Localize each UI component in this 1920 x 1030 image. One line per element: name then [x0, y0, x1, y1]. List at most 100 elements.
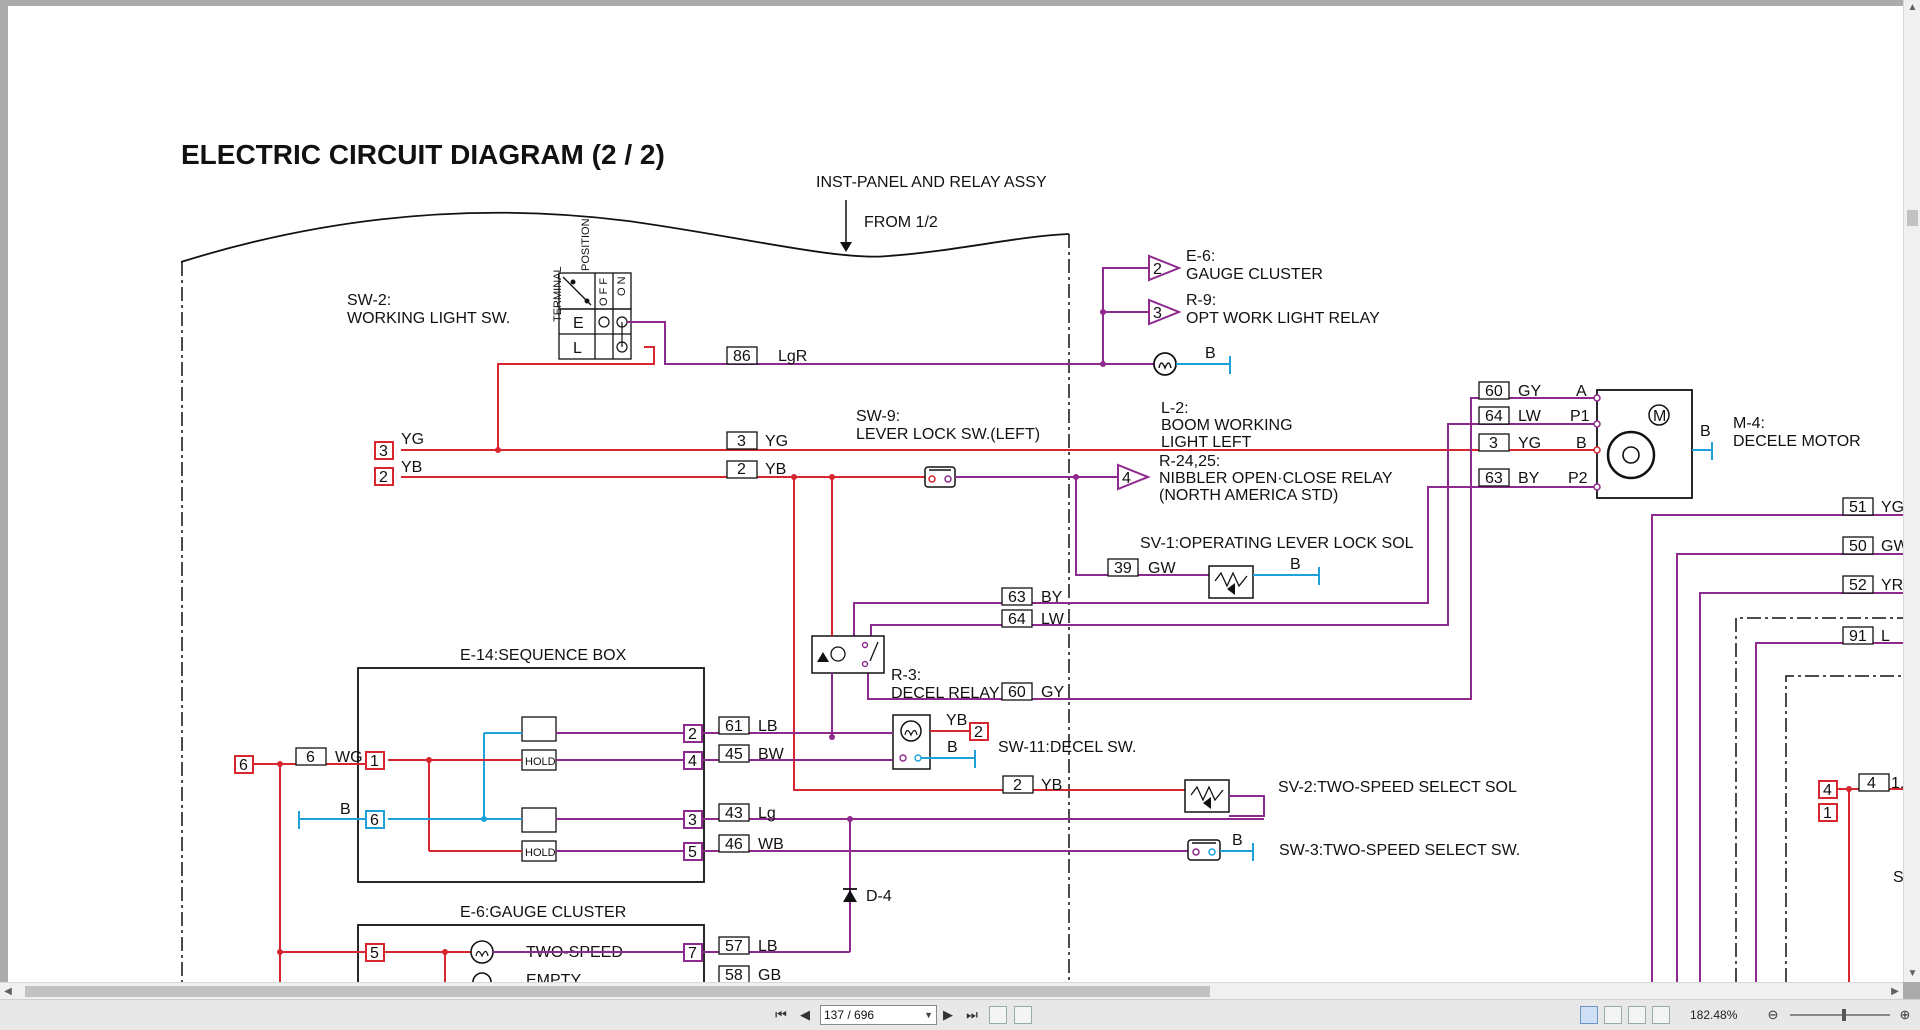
r3-id: R-3: [891, 667, 921, 684]
wire-46-num: 46 [725, 836, 743, 853]
r91-color: L [1881, 628, 1890, 645]
prev-page-icon[interactable]: ◀ [800, 1007, 810, 1022]
vertical-scroll-thumb[interactable] [1907, 210, 1918, 226]
page-number-input[interactable]: 137 / 696 ▼ [820, 1005, 937, 1025]
r51-color: YG [1881, 499, 1903, 516]
two-page-continuous-icon[interactable] [1652, 1006, 1670, 1024]
sw2-id: SW-2: [347, 292, 391, 309]
seq-pin-2: 2 [688, 726, 697, 743]
scroll-left-icon[interactable]: ◀ [4, 986, 12, 997]
scroll-down-icon[interactable]: ▼ [1907, 968, 1918, 979]
zoom-slider[interactable] [1790, 1009, 1890, 1021]
r52-num: 52 [1849, 577, 1867, 594]
wire-58-num: 58 [725, 967, 743, 982]
vertical-scrollbar[interactable]: ▲ ▼ [1903, 0, 1920, 982]
circuit-diagram: ELECTRIC CIRCUIT DIAGRAM (2 / 2) INST-PA… [180, 139, 1903, 982]
r9-id: R-9: [1186, 292, 1216, 309]
boom-light-icon [1153, 352, 1177, 376]
wire-86-num: 86 [733, 348, 751, 365]
m64-color: LW [1518, 408, 1542, 425]
sw3-name: SW-3:TWO-SPEED SELECT SW. [1279, 842, 1520, 859]
wire-6-num: 6 [306, 749, 315, 766]
zoom-in-icon[interactable]: ⊕ [1899, 1007, 1911, 1022]
zoom-out-icon[interactable]: ⊖ [1767, 1007, 1779, 1022]
wire-2-color: YB [765, 461, 786, 478]
r24-id: R-24,25: [1159, 453, 1220, 470]
wire-61-color: LB [758, 718, 778, 735]
sv1-name: SV-1:OPERATING LEVER LOCK SOL [1140, 535, 1414, 552]
m3-num: 3 [1489, 435, 1498, 452]
continuous-page-icon[interactable] [1604, 1006, 1622, 1024]
m60-pin: A [1576, 383, 1587, 400]
single-page-icon[interactable] [1580, 1006, 1598, 1024]
horizontal-scroll-thumb[interactable] [25, 986, 1210, 997]
wire-46-color: WB [758, 836, 784, 853]
wire-63a-num: 63 [1008, 589, 1026, 606]
gc-pin-5: 5 [370, 945, 379, 962]
e6-id: E-6: [1186, 248, 1215, 265]
left-pin-2 [374, 467, 394, 486]
wire-3-num: 3 [737, 433, 746, 450]
e14-name: E-14:SEQUENCE BOX [460, 647, 627, 664]
m4-ground-label: B [1700, 423, 1711, 440]
wire-60-gy [867, 397, 1597, 700]
edge-pin-1: 1 [1823, 805, 1832, 822]
seq-pin-3: 3 [688, 812, 697, 829]
wire-2b-color: YB [1041, 777, 1062, 794]
two-page-icon[interactable] [1628, 1006, 1646, 1024]
hold-label-2: HOLD [525, 847, 556, 859]
decel-switch-icon [892, 714, 931, 770]
r50-num: 50 [1849, 538, 1867, 555]
r24-pin: 4 [1122, 470, 1131, 487]
wire-86-lgr [627, 321, 1154, 365]
m63-pin: P2 [1568, 470, 1588, 487]
m60-num: 60 [1485, 383, 1503, 400]
sw11-pin-num: 2 [974, 724, 983, 741]
empty-lamp-icon [472, 972, 492, 982]
sv2-name: SV-2:TWO-SPEED SELECT SOL [1278, 779, 1517, 796]
chevron-down-icon[interactable]: ▼ [924, 1010, 933, 1020]
motor-icon [1606, 430, 1656, 480]
m3-color: YG [1518, 435, 1541, 452]
e6-pin: 2 [1153, 261, 1162, 278]
wire-43-color: Lg [758, 805, 776, 822]
l2-ground-label: B [1205, 345, 1216, 362]
last-page-icon[interactable]: ⏭ [966, 1007, 978, 1022]
r24-name: NIBBLER OPEN·CLOSE RELAY [1159, 470, 1393, 487]
m63-color: BY [1518, 470, 1540, 487]
wire-57-num: 57 [725, 938, 743, 955]
switch-position-label: POSITION [580, 218, 592, 271]
m4-name: DECELE MOTOR [1733, 433, 1861, 450]
left-pin-2-color: YB [401, 459, 422, 476]
wire-60a-color: GY [1041, 684, 1064, 701]
sv2-solenoid-icon [1184, 779, 1230, 813]
first-page-icon[interactable]: ⏮ [775, 1007, 787, 1022]
diagram-title: ELECTRIC CIRCUIT DIAGRAM (2 / 2) [181, 139, 665, 170]
wire-60a-num: 60 [1008, 684, 1026, 701]
seq-pin-6: 6 [370, 812, 379, 829]
scroll-up-icon[interactable]: ▲ [1907, 2, 1918, 13]
horizontal-scrollbar[interactable]: ◀ ▶ [0, 982, 1903, 1000]
fit-width-icon[interactable] [989, 1006, 1007, 1024]
next-page-icon[interactable]: ▶ [943, 1007, 953, 1022]
zoom-slider-knob[interactable] [1842, 1009, 1846, 1021]
m63-num: 63 [1485, 470, 1503, 487]
sequence-box [357, 667, 705, 883]
from-label: FROM 1/2 [864, 214, 938, 231]
seq-ground-label: B [340, 801, 351, 818]
r24-connector-icon [1117, 463, 1151, 491]
seq-pin-4: 4 [688, 753, 697, 770]
d4-name: D-4 [866, 888, 892, 905]
r9-pin: 3 [1153, 305, 1162, 322]
left-pin-3 [374, 441, 394, 460]
m64-pin: P1 [1570, 408, 1590, 425]
switch-on-label: O N [616, 276, 628, 296]
r9-name: OPT WORK LIGHT RELAY [1186, 310, 1380, 327]
zoom-level[interactable]: 182.48% [1690, 1008, 1738, 1022]
fit-page-icon[interactable] [1014, 1006, 1032, 1024]
switch-off-label: O F F [598, 278, 610, 306]
scroll-right-icon[interactable]: ▶ [1891, 986, 1899, 997]
wire-43-num: 43 [725, 805, 743, 822]
switch-row-l: L [573, 340, 582, 357]
sw9-id: SW-9: [856, 408, 900, 425]
